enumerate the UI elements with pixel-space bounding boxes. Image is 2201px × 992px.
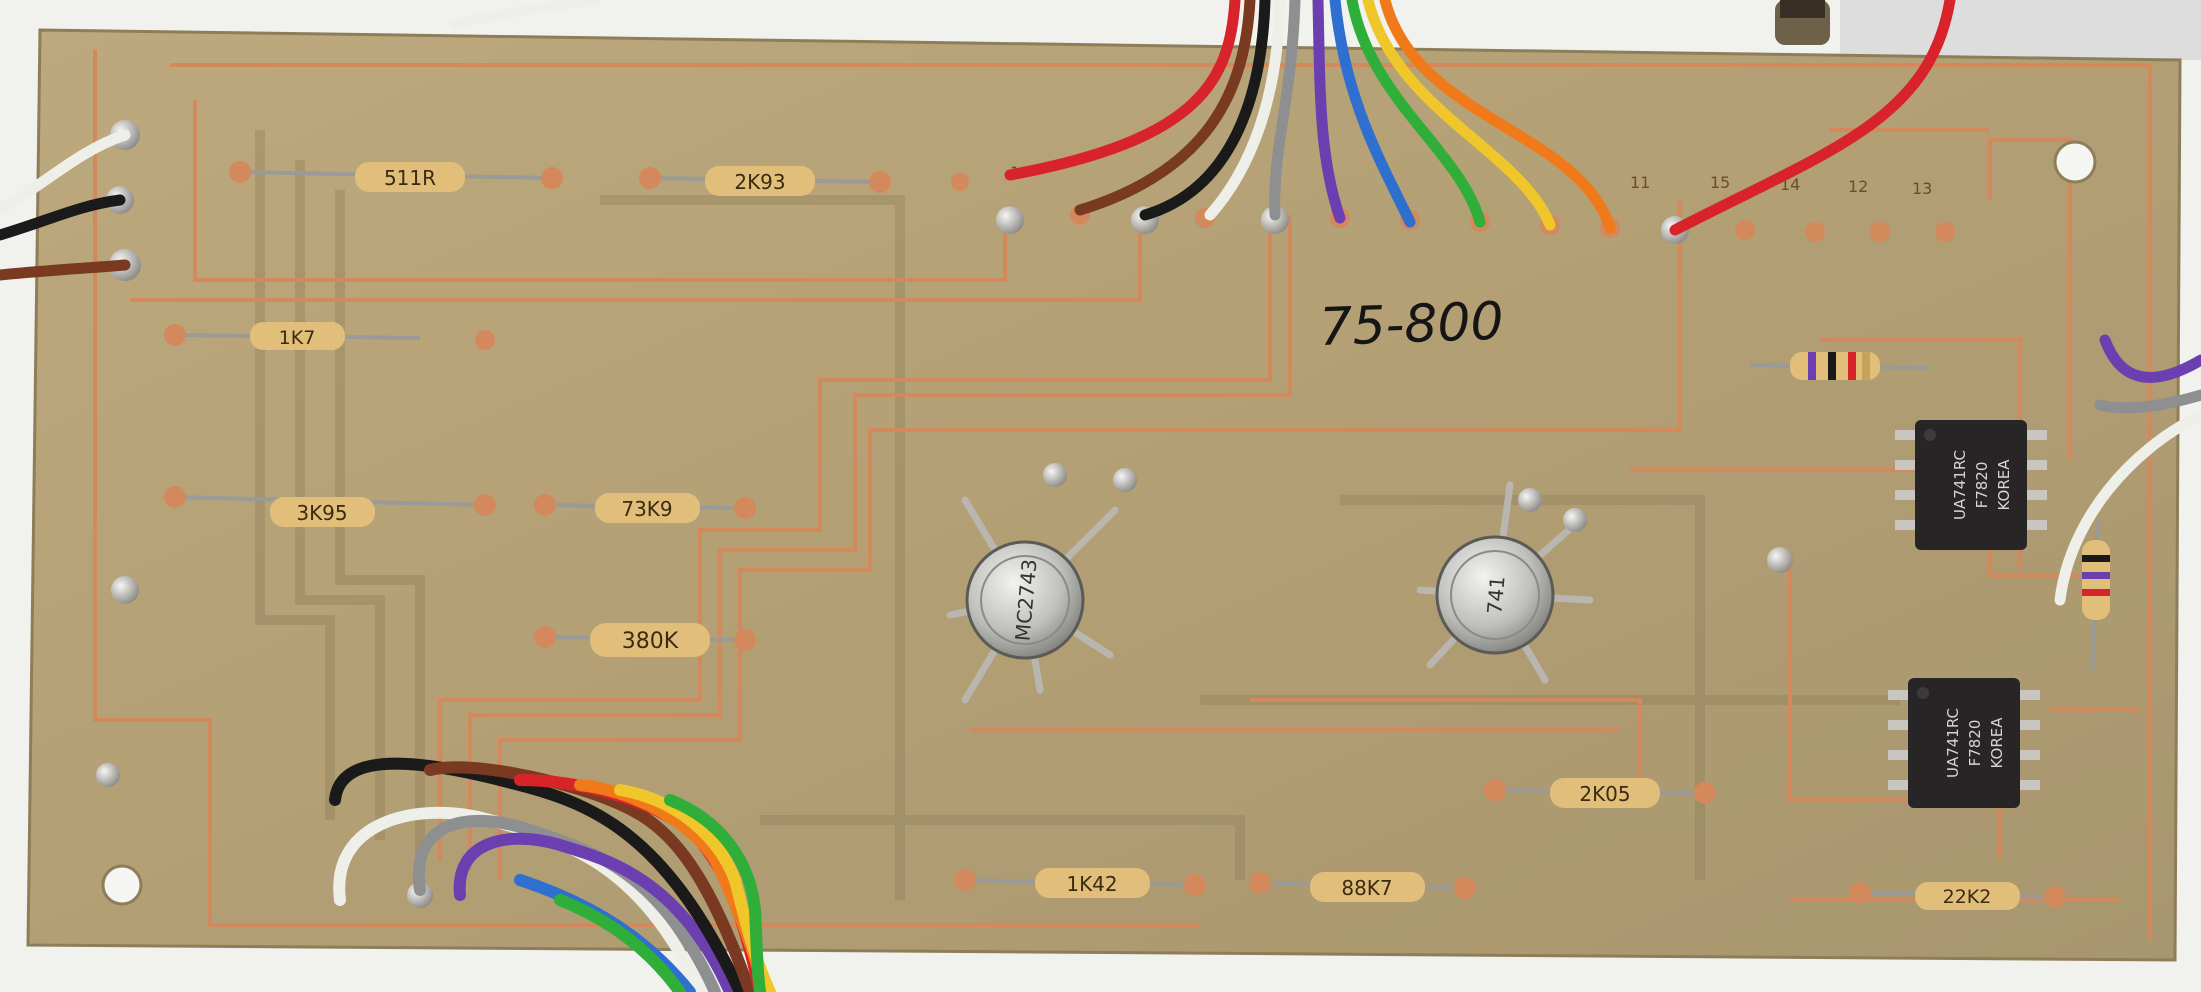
color-band-resistor xyxy=(1749,352,1931,380)
white-wire xyxy=(448,0,601,30)
resistor-value: 1K42 xyxy=(1066,872,1117,896)
color-band-resistor xyxy=(2082,519,2110,671)
resistor: 380K xyxy=(534,623,756,657)
resistor-value: 1K7 xyxy=(279,327,316,349)
transistor-marking: 741 xyxy=(1482,575,1509,615)
resistor-value: 73K9 xyxy=(621,497,672,521)
pin-number: 11 xyxy=(1630,173,1650,192)
resistor: 88K7 xyxy=(1249,872,1476,902)
resistor: 3K95 xyxy=(164,486,496,527)
resistor: 2K05 xyxy=(1484,778,1716,808)
top-wire-bundle xyxy=(1004,0,1956,236)
left-wire-bundle xyxy=(0,129,131,281)
resistor-value: 2K05 xyxy=(1579,782,1630,806)
resistor-value: 3K95 xyxy=(296,501,347,525)
ic-marking: UA741RC xyxy=(1944,708,1962,778)
metal-can-transistor: 741 xyxy=(1416,481,1594,684)
ic-marking: UA741RC xyxy=(1951,450,1969,520)
pin-number: 13 xyxy=(1912,179,1932,198)
pin-number: 12 xyxy=(1848,177,1868,196)
resistor: 2K93 xyxy=(639,166,891,196)
dip-ic: UA741RC F7820 KOREA xyxy=(1888,678,2040,808)
ic-marking: KOREA xyxy=(1988,717,2006,769)
mounting-hole xyxy=(101,864,143,906)
mounting-hole xyxy=(2053,140,2097,184)
resistor-value: 511R xyxy=(384,166,436,190)
resistor-value: 380K xyxy=(622,629,679,654)
bottom-wire-bundle xyxy=(329,757,776,992)
metal-standoff xyxy=(1780,0,1825,18)
resistor-value: 2K93 xyxy=(734,170,785,194)
handwritten-board-label: 75-800 xyxy=(1318,292,1504,358)
resistor: 73K9 xyxy=(534,493,756,523)
metal-can-transistor: MC2743 xyxy=(946,496,1119,704)
background-object xyxy=(1840,0,2201,60)
ic-marking: F7820 xyxy=(1973,462,1991,509)
dip-ic: UA741RC F7820 KOREA xyxy=(1895,420,2047,550)
resistor-value: 88K7 xyxy=(1341,876,1392,900)
ic-marking: KOREA xyxy=(1995,459,2013,511)
resistor: 511R xyxy=(229,161,563,192)
resistor-value: 22K2 xyxy=(1943,886,1992,908)
right-wire-bundle xyxy=(2054,334,2201,606)
resistor: 22K2 xyxy=(1849,882,2066,910)
resistor: 1K42 xyxy=(954,868,1206,898)
resistor: 1K7 xyxy=(164,322,495,350)
copper-traces xyxy=(93,50,2152,940)
pin-number: 15 xyxy=(1710,173,1730,192)
ic-marking: F7820 xyxy=(1966,720,1984,767)
